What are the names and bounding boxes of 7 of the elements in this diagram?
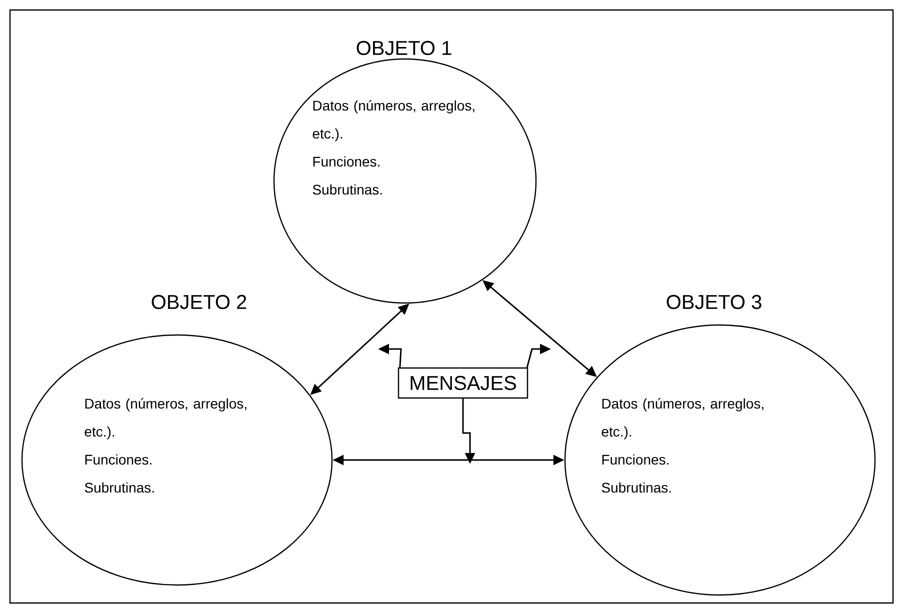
body-text: Datos (números, arreglos, etc.). Funciones. Subrutinas.: [84, 398, 246, 493]
label-box: MENSAJES: [398, 367, 528, 399]
body-text: Datos (números, arreglos, etc.). Funciones. Subrutinas.: [312, 100, 474, 195]
object-title: OBJETO 1: [356, 40, 452, 56]
object-title: OBJETO 3: [666, 294, 762, 310]
body-text: Datos (números, arreglos, etc.). Funciones. Subrutinas.: [602, 398, 764, 493]
object-title: OBJETO 2: [152, 294, 246, 310]
